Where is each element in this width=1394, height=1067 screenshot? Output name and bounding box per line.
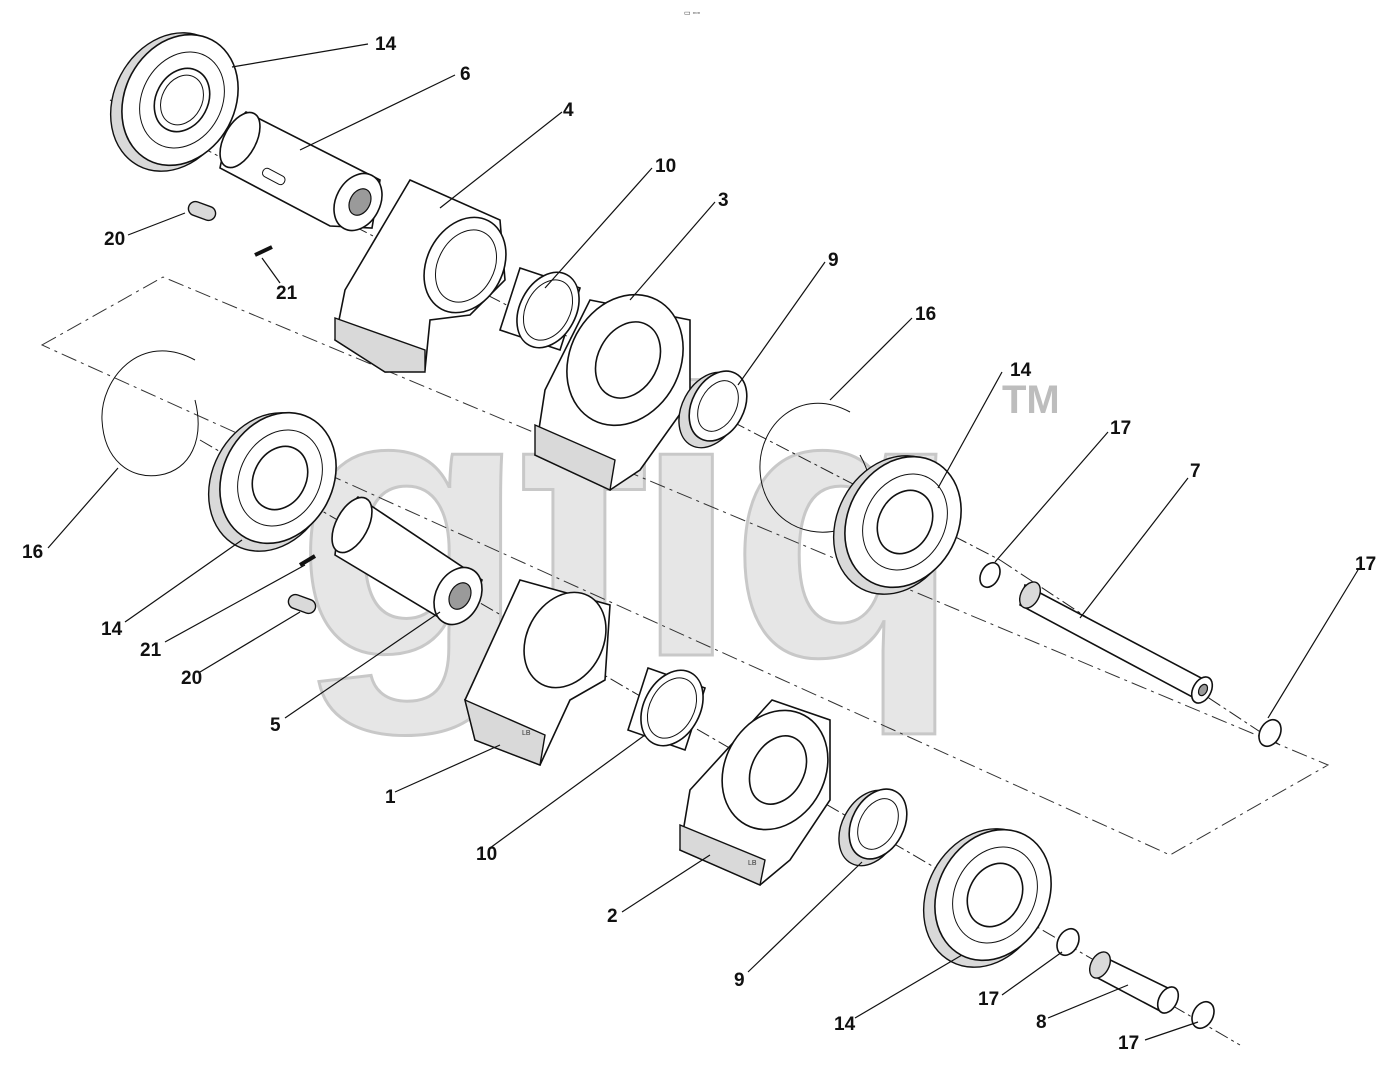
bearing-14-left — [207, 411, 337, 552]
callout-20: 20 — [104, 229, 125, 250]
ring-9-lower — [838, 788, 908, 867]
shaft-6 — [219, 111, 383, 232]
callout-17: 17 — [1355, 554, 1376, 575]
callout-20: 20 — [181, 668, 202, 689]
callout-17: 17 — [1110, 418, 1131, 439]
snap-ring-16-left — [101, 350, 199, 477]
bearing-14-right — [832, 455, 962, 595]
callout-labels: 14 6 4 10 3 9 16 14 17 7 17 20 21 16 14 … — [22, 34, 1376, 1054]
block-4 — [334, 178, 507, 373]
sleeve-10-top — [498, 266, 582, 352]
callout-5: 5 — [270, 715, 281, 736]
callout-3: 3 — [718, 190, 729, 211]
callout-16: 16 — [22, 542, 43, 563]
callout-9: 9 — [828, 250, 839, 271]
shaft-8 — [1088, 951, 1180, 1014]
callout-10: 10 — [476, 844, 497, 865]
block-3 — [534, 293, 691, 492]
trademark-mark: TM — [1002, 378, 1060, 422]
key-20-lower — [287, 593, 317, 615]
callout-21: 21 — [276, 283, 298, 304]
bearing-14-top — [109, 32, 239, 172]
shaft-5 — [331, 495, 483, 626]
leader-lines — [47, 43, 1359, 1041]
callout-14: 14 — [101, 619, 123, 640]
header-mark: ▭ ▫▫▫ — [684, 10, 700, 17]
ring-17-right — [979, 561, 1001, 589]
ring-17-bottom-a — [1056, 927, 1080, 957]
callout-9: 9 — [734, 970, 745, 991]
shaft-7 — [1018, 581, 1214, 704]
block-2: LB — [679, 699, 831, 886]
part-2-mark: LB — [748, 860, 757, 867]
callout-17: 17 — [1118, 1033, 1139, 1054]
callout-8: 8 — [1036, 1012, 1047, 1033]
callout-14: 14 — [375, 34, 397, 55]
block-1: LB — [463, 579, 611, 767]
callout-1: 1 — [385, 787, 396, 808]
callout-14: 14 — [1010, 360, 1032, 381]
ring-17-far — [1258, 718, 1282, 748]
callout-17: 17 — [978, 989, 999, 1010]
key-20-top — [187, 200, 217, 222]
callout-7: 7 — [1190, 461, 1201, 482]
bearing-14-bottom — [922, 828, 1052, 968]
callout-10: 10 — [655, 156, 676, 177]
pin-21-top — [254, 245, 273, 257]
ring-9-top — [678, 370, 748, 449]
part-1-mark: LB — [522, 730, 531, 737]
callout-16: 16 — [915, 304, 936, 325]
callout-14: 14 — [834, 1014, 856, 1035]
axis-shaft — [999, 559, 1281, 746]
callout-6: 6 — [460, 64, 471, 85]
ring-17-bottom-b — [1191, 1000, 1215, 1030]
sleeve-10-lower — [626, 666, 707, 752]
assembly-frame — [40, 276, 1330, 856]
callout-2: 2 — [607, 906, 618, 927]
callout-21: 21 — [140, 640, 162, 661]
pin-21-lower — [298, 554, 317, 567]
callout-4: 4 — [563, 100, 574, 121]
